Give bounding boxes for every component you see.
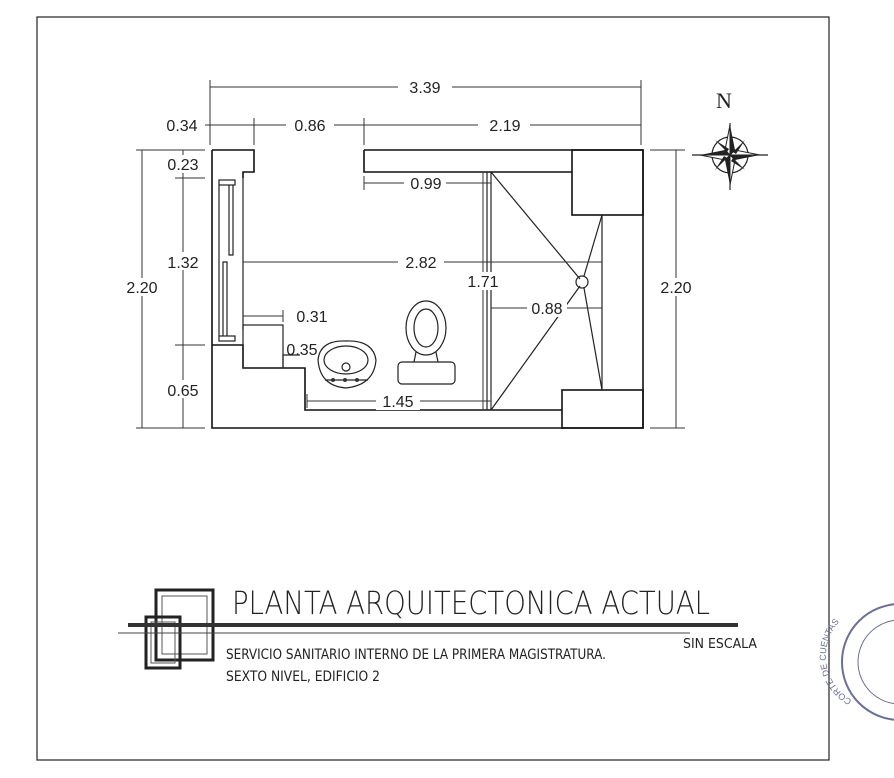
drawing-subtitle-line1: SERVICIO SANITARIO INTERNO DE LA PRIMERA… [226, 647, 606, 663]
sink-icon [317, 340, 377, 389]
dim-duct-width: 0.31 [296, 309, 327, 326]
sheet-border [36, 16, 830, 761]
title-block-logo [144, 588, 215, 670]
dim-door-opening: 0.86 [294, 118, 325, 135]
north-compass-icon [692, 123, 768, 190]
dim-lower-left: 0.65 [167, 383, 198, 400]
dim-right-top: 2.19 [489, 118, 520, 135]
toilet-icon [397, 300, 456, 385]
dim-window-height: 1.32 [167, 255, 198, 272]
duct-hatched [242, 324, 300, 369]
dim-shower-top: 0.99 [410, 176, 441, 193]
dim-total-width: 3.39 [409, 80, 440, 97]
dim-left-total: 2.20 [126, 280, 157, 297]
scale-note: SIN ESCALA [683, 637, 757, 652]
shower-drain-icon [575, 275, 589, 289]
dim-inner-width: 2.82 [405, 255, 436, 272]
shower [486, 171, 603, 411]
north-label: N [716, 88, 732, 113]
dim-right-total: 2.20 [660, 280, 691, 297]
svg-text:CORTE DE CUENTAS: CORTE DE CUENTAS [818, 617, 853, 707]
dim-top-wall: 0.23 [167, 157, 198, 174]
dim-left-top: 0.34 [166, 118, 197, 135]
dim-shower-width: 0.88 [531, 301, 562, 318]
window [218, 179, 236, 342]
dim-duct-depth: 0.35 [286, 342, 317, 359]
drawing-title: PLANTA ARQUITECTONICA ACTUAL [232, 584, 710, 622]
dim-shower-height: 1.71 [467, 274, 498, 291]
drawing-subtitle-line2: SEXTO NIVEL, EDIFICIO 2 [226, 669, 380, 685]
dim-floor-length: 1.45 [382, 394, 413, 411]
dimension-lines [136, 80, 685, 429]
